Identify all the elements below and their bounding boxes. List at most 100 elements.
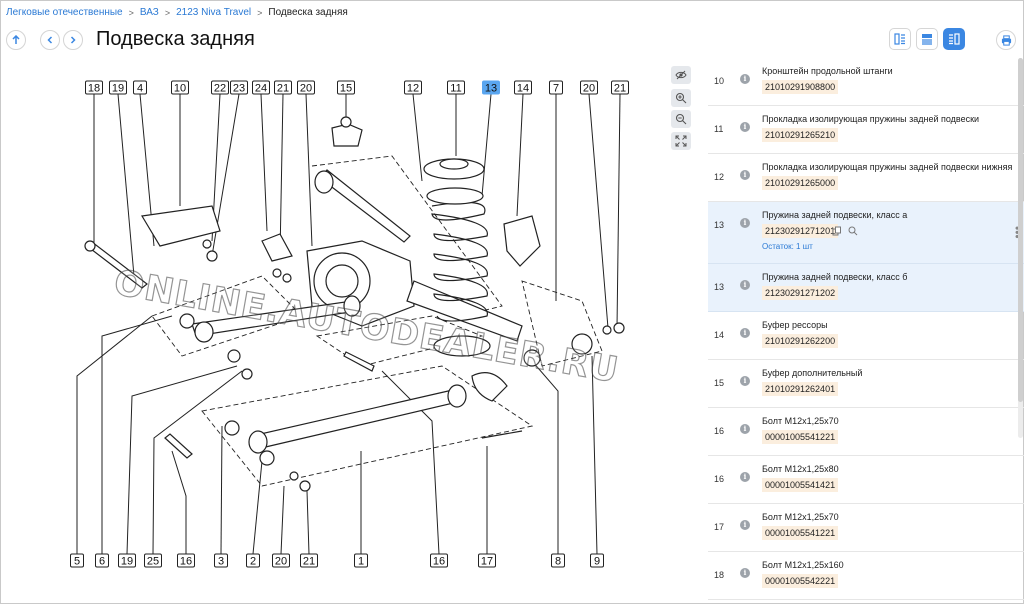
prev-button[interactable]: [40, 30, 60, 50]
callout-7[interactable]: 7: [549, 80, 563, 95]
callout-13[interactable]: 13: [482, 80, 500, 95]
callout-6[interactable]: 6: [95, 553, 109, 568]
info-icon[interactable]: i: [740, 170, 750, 180]
part-callout-number: 15: [714, 378, 725, 388]
info-icon[interactable]: i: [740, 568, 750, 578]
svg-text:15: 15: [340, 83, 352, 95]
callout-15[interactable]: 15: [337, 80, 355, 95]
part-name: Пружина задней подвески, класс а: [762, 210, 908, 220]
svg-text:13: 13: [485, 83, 497, 95]
part-row[interactable]: 15 i Буфер дополнительный 21010291262401: [708, 360, 1024, 408]
callout-1[interactable]: 1: [354, 553, 368, 568]
svg-text:22: 22: [214, 83, 226, 95]
callout-12[interactable]: 12: [404, 80, 422, 95]
info-icon[interactable]: i: [740, 376, 750, 386]
breadcrumb-link-model[interactable]: 2123 Niva Travel: [176, 7, 252, 18]
info-icon[interactable]: i: [740, 122, 750, 132]
callout-23[interactable]: 23: [230, 80, 248, 95]
part-article[interactable]: 21010291262401: [762, 382, 839, 396]
callout-11[interactable]: 11: [447, 80, 465, 95]
callout-20[interactable]: 20: [272, 553, 290, 568]
info-icon[interactable]: i: [740, 424, 750, 434]
callout-5[interactable]: 5: [70, 553, 84, 568]
callout-22[interactable]: 22: [211, 80, 229, 95]
info-icon[interactable]: i: [740, 218, 750, 228]
part-article[interactable]: 21010291265210: [762, 128, 839, 142]
part-article[interactable]: 00001005541221: [762, 526, 839, 540]
view-split-right-button[interactable]: [943, 28, 965, 50]
callout-19[interactable]: 19: [109, 80, 127, 95]
callout-21[interactable]: 21: [274, 80, 292, 95]
part-article[interactable]: 00001005541221: [762, 430, 839, 444]
part-article[interactable]: 21010291262200: [762, 334, 839, 348]
svg-text:5: 5: [74, 556, 80, 568]
svg-text:8: 8: [555, 556, 561, 568]
parts-list-scrollbar[interactable]: [1018, 58, 1023, 438]
copy-icon[interactable]: [832, 226, 842, 236]
part-callout-number: 11: [714, 124, 724, 134]
svg-text:17: 17: [481, 556, 493, 568]
svg-text:20: 20: [583, 83, 595, 95]
search-icon[interactable]: [848, 226, 858, 236]
stock-status: Остаток: 1 шт: [762, 242, 813, 251]
callout-25[interactable]: 25: [144, 553, 162, 568]
callout-17[interactable]: 17: [478, 553, 496, 568]
part-article[interactable]: 21010291265000: [762, 176, 839, 190]
callout-9[interactable]: 9: [590, 553, 604, 568]
part-article[interactable]: 00001005542221: [762, 574, 839, 588]
callout-20[interactable]: 20: [580, 80, 598, 95]
callout-2[interactable]: 2: [246, 553, 260, 568]
svg-text:16: 16: [433, 556, 445, 568]
callout-21[interactable]: 21: [611, 80, 629, 95]
view-list-button[interactable]: [916, 28, 938, 50]
zoom-out-button[interactable]: [671, 110, 691, 128]
part-name: Буфер дополнительный: [762, 368, 863, 378]
callout-10[interactable]: 10: [171, 80, 189, 95]
next-button[interactable]: [63, 30, 83, 50]
callout-18[interactable]: 18: [85, 80, 103, 95]
svg-text:3: 3: [218, 556, 224, 568]
info-icon[interactable]: i: [740, 520, 750, 530]
fit-screen-button[interactable]: [671, 132, 691, 150]
printer-icon: [1001, 34, 1011, 46]
breadcrumb-link-category[interactable]: Легковые отечественные: [6, 7, 123, 18]
breadcrumb-link-brand[interactable]: ВАЗ: [139, 7, 159, 18]
callout-16[interactable]: 16: [430, 553, 448, 568]
toggle-labels-button[interactable]: [671, 66, 691, 84]
view-split-left-button[interactable]: [889, 28, 911, 50]
info-icon[interactable]: i: [740, 280, 750, 290]
scrollbar-thumb[interactable]: [1018, 58, 1023, 402]
callout-14[interactable]: 14: [514, 80, 532, 95]
part-article[interactable]: 21010291908800: [762, 80, 839, 94]
callout-19[interactable]: 19: [118, 553, 136, 568]
callout-21[interactable]: 21: [300, 553, 318, 568]
up-button[interactable]: [6, 30, 26, 50]
part-article[interactable]: 21230291271202: [762, 286, 839, 300]
part-callout-number: 10: [714, 76, 725, 86]
callout-8[interactable]: 8: [551, 553, 565, 568]
callout-16[interactable]: 16: [177, 553, 195, 568]
callout-24[interactable]: 24: [252, 80, 270, 95]
info-icon[interactable]: i: [740, 472, 750, 482]
part-article[interactable]: 21230291271201: [762, 224, 839, 238]
info-icon[interactable]: i: [740, 74, 750, 84]
zoom-in-button[interactable]: [671, 89, 691, 107]
svg-text:20: 20: [275, 556, 287, 568]
chevron-left-icon: [47, 36, 53, 44]
callout-4[interactable]: 4: [133, 80, 147, 95]
callout-20[interactable]: 20: [297, 80, 315, 95]
callout-3[interactable]: 3: [214, 553, 228, 568]
print-button[interactable]: [996, 30, 1016, 50]
info-icon[interactable]: i: [740, 328, 750, 338]
part-article[interactable]: 00001005541421: [762, 478, 839, 492]
